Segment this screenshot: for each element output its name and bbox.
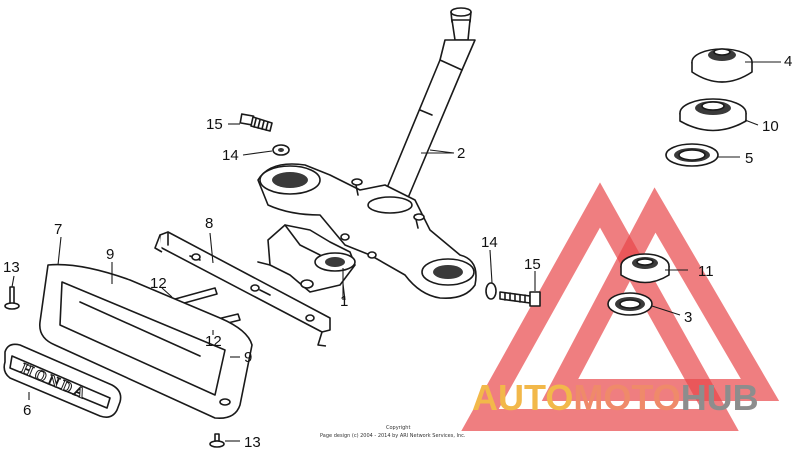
callout-14-right: 14 (481, 234, 498, 251)
callout-13-bottom: 13 (244, 434, 261, 451)
watermark-auto: AUTO (472, 377, 573, 418)
washer-14-upper-hole (278, 148, 284, 152)
callout-14-upper: 14 (222, 147, 239, 164)
callout-9-lower: 9 (244, 349, 252, 366)
watermark-logo (461, 182, 780, 431)
emblem-plate (38, 263, 253, 420)
callout-12-lower: 12 (205, 333, 222, 350)
callout-3: 3 (684, 309, 692, 326)
callout-2: 2 (457, 145, 465, 162)
callout-8: 8 (205, 215, 213, 232)
bolt-15-right (499, 291, 541, 307)
bearing-stack-lower (607, 253, 670, 316)
callout-10: 10 (762, 118, 779, 135)
bolt-15-upper (239, 113, 273, 132)
callout-7: 7 (54, 221, 62, 238)
leader-lines (11, 61, 781, 442)
callout-1: 1 (340, 293, 348, 310)
callout-15-upper: 15 (206, 116, 223, 133)
callout-9-upper: 9 (106, 246, 114, 263)
bearing-stack-top (665, 48, 753, 167)
watermark-hub: HUB (681, 377, 759, 418)
copyright-line-2: Page design (c) 2004 - 2014 by ARI Netwo… (320, 433, 466, 439)
callout-5: 5 (745, 150, 753, 167)
copyright-line-1: Copyright (386, 425, 410, 431)
screw-13-left (4, 286, 20, 310)
callout-4: 4 (784, 53, 792, 70)
screw-13-bottom (209, 433, 225, 448)
watermark-moto: MOTO (573, 377, 680, 418)
callout-13-left: 13 (3, 259, 20, 276)
callout-12-upper: 12 (150, 275, 167, 292)
callout-11: 11 (698, 263, 714, 280)
callout-15-right: 15 (524, 256, 541, 273)
steering-stem (257, 7, 477, 301)
callout-6: 6 (23, 402, 31, 419)
emblem-bracket (154, 231, 331, 347)
washer-14-right (485, 282, 497, 300)
watermark-text: AUTOMOTOHUB (472, 377, 759, 418)
